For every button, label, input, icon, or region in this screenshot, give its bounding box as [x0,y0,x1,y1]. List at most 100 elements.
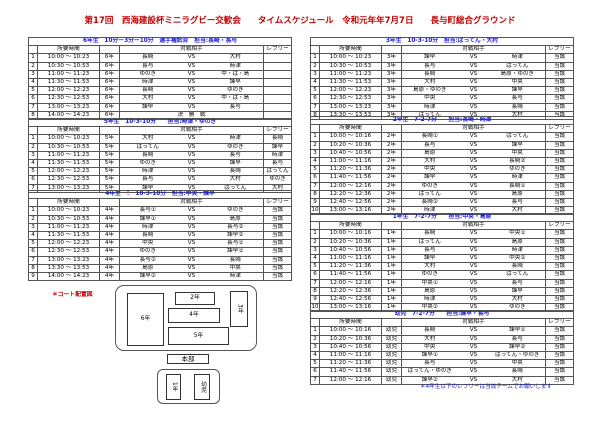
match-no: 4 [28,230,38,241]
vs-label: VS [457,278,490,288]
vs-label: VS [457,375,490,385]
team-b: 大村 [207,53,264,63]
vs-label: VS [457,286,490,296]
match-grade: 2年 [381,156,402,167]
referee: 当該 [545,61,574,71]
match-no: 5 [28,239,38,249]
vs-label: VS [175,158,208,169]
match-grade: 3年 [381,61,402,71]
match-grade: 1年 [381,278,402,288]
match-grade: 4年 [99,214,120,224]
team-b: 時津 [207,61,264,71]
referee: 長崎 [262,134,293,144]
court-6: 6年 [127,293,164,346]
team-a: 諫早① [401,350,458,361]
match-grade: 5年 [99,175,120,185]
match-time: 10:20 ～ 10:36 [319,140,382,150]
match-time: 12:40 ～ 12:56 [319,197,382,208]
match-grade: 4年 [99,239,120,249]
vs-label: VS [457,229,490,239]
vs-label: VS [457,165,490,175]
team-b: 長崎 [489,262,546,272]
vs-label: VS [457,181,490,191]
referee: 当該 [544,229,575,239]
team-a: 諫早① [119,214,176,224]
match-grade: 6年 [99,102,120,112]
team-b: 島原 [207,214,264,224]
team-a: 長崎 [119,86,176,96]
match-no: 4 [28,158,38,169]
team-b: 島原 [489,189,546,199]
team-a: ゆのき [119,247,176,257]
referee: 当該 [545,86,574,96]
match-no: 3 [310,245,320,255]
referee: 長与 [262,158,293,169]
team-a: 長与 [401,140,458,150]
match-grade: 1年 [381,262,402,272]
team-b: 諫早 [207,158,264,169]
match-time: 12:00 ～ 12:23 [37,167,100,177]
match-no: 6 [28,247,38,257]
match-time: 12:00 ～ 12:16 [319,375,382,385]
vs-label: VS [457,262,490,272]
match-grade: 6年 [99,53,120,63]
vs-label: VS [175,263,208,273]
team-a: 長崎 [401,326,458,336]
match-time: 12:00 ～ 12:23 [319,86,382,96]
referee: 当該 [262,255,293,265]
match-time: 11:20 ～ 11:36 [319,359,382,369]
team-a: ゆのき [119,69,176,79]
match-grade: 1年 [381,237,402,247]
match-no: 6 [28,94,38,104]
team-b: 諫早② [207,230,264,241]
referee: 当該 [544,165,575,175]
team-b: 長与① [207,239,264,249]
match-grade: 幼児 [381,326,402,336]
match-no: 6 [310,173,320,183]
match-no: 8 [28,263,38,273]
match-time: 10:30 ～ 10:53 [37,61,100,71]
match-no: 1 [310,132,320,142]
vs-label: VS [457,350,490,361]
table-header: 幼児 7-2-7分 担当:諫早・長与 [310,309,574,320]
team-a: ゆのき [401,181,458,191]
team-b: 中央 [489,148,546,158]
match-time: 10:40 ～ 10:56 [319,148,382,158]
vs-label: VS [457,132,490,142]
match-grade: 4年 [99,206,120,216]
vs-label: VS [175,61,208,71]
vs-label: VS [457,253,490,264]
vs-label: VS [457,53,490,63]
match-time: 11:00 ～ 11:16 [319,350,382,361]
match-time: 11:00 ～ 11:16 [319,156,382,167]
match-no: 3 [310,69,320,79]
match-time: 11:00 ～ 11:23 [37,150,100,160]
match-no: 2 [28,61,38,71]
match-grade: 2年 [381,181,402,191]
col-referee: レフリー [544,221,575,231]
court-4: 4年 [168,308,220,323]
col-time: 所要時間 [37,126,100,136]
vs-label: VS [175,247,208,257]
match-time: 11:40 ～ 11:56 [319,367,382,377]
referee: 当該 [544,189,575,199]
match-time: 11:30 ～ 11:53 [319,77,382,88]
team-a: 長崎 [401,69,458,79]
match-grade: 6年 [99,61,120,71]
